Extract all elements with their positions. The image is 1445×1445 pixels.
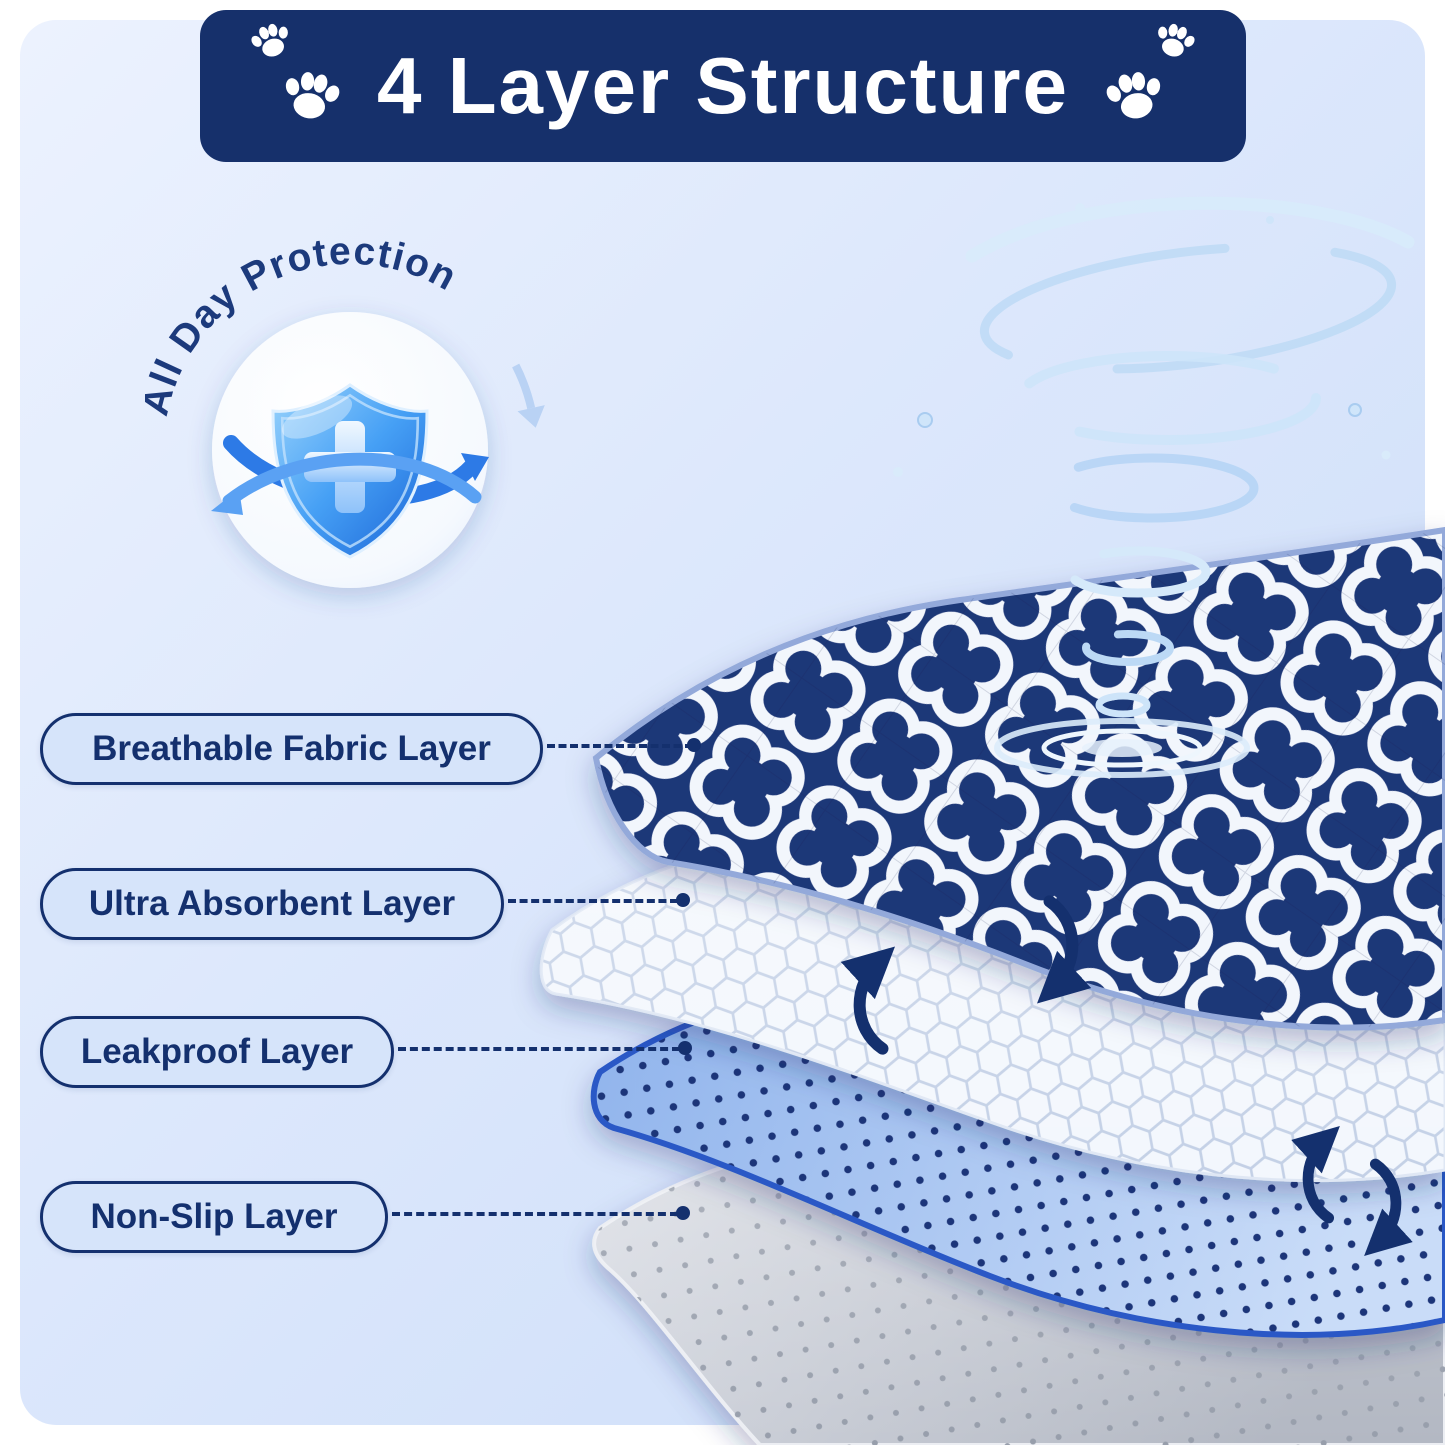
connector-line	[398, 1047, 680, 1051]
connector-line	[508, 899, 678, 903]
connector-line	[547, 744, 693, 748]
paw-icons-right	[1080, 18, 1200, 150]
header-banner: 4 Layer Structure	[200, 10, 1246, 162]
water-vortex-icon	[893, 196, 1415, 778]
paw-icon	[1101, 67, 1168, 124]
label-text: Non-Slip Layer	[90, 1197, 338, 1236]
connector-line	[392, 1212, 678, 1216]
label-ultra-absorbent-layer: Ultra Absorbent Layer	[40, 868, 504, 940]
shield-cross-icon	[211, 383, 489, 559]
all-day-protection-badge: All Day Protection	[145, 230, 545, 588]
paw-icon	[246, 18, 296, 63]
arc-arrow-icon	[512, 363, 545, 428]
connector-dot	[687, 738, 701, 752]
connector-dot	[678, 1041, 692, 1055]
page-title: 4 Layer Structure	[376, 41, 1070, 130]
paw-icons-left	[246, 18, 366, 150]
label-text: Leakproof Layer	[80, 1032, 354, 1071]
paw-icon	[278, 67, 345, 124]
water-ripple-icon	[994, 718, 1250, 778]
connector-dot	[676, 893, 690, 907]
label-non-slip-layer: Non-Slip Layer	[40, 1181, 388, 1253]
connector-dot	[676, 1206, 690, 1220]
label-text: Breathable Fabric Layer	[92, 729, 491, 768]
label-text: Ultra Absorbent Layer	[88, 884, 456, 923]
label-leakproof-layer: Leakproof Layer	[40, 1016, 394, 1088]
paw-icon	[1150, 18, 1200, 63]
label-breathable-fabric-layer: Breathable Fabric Layer	[40, 713, 543, 785]
